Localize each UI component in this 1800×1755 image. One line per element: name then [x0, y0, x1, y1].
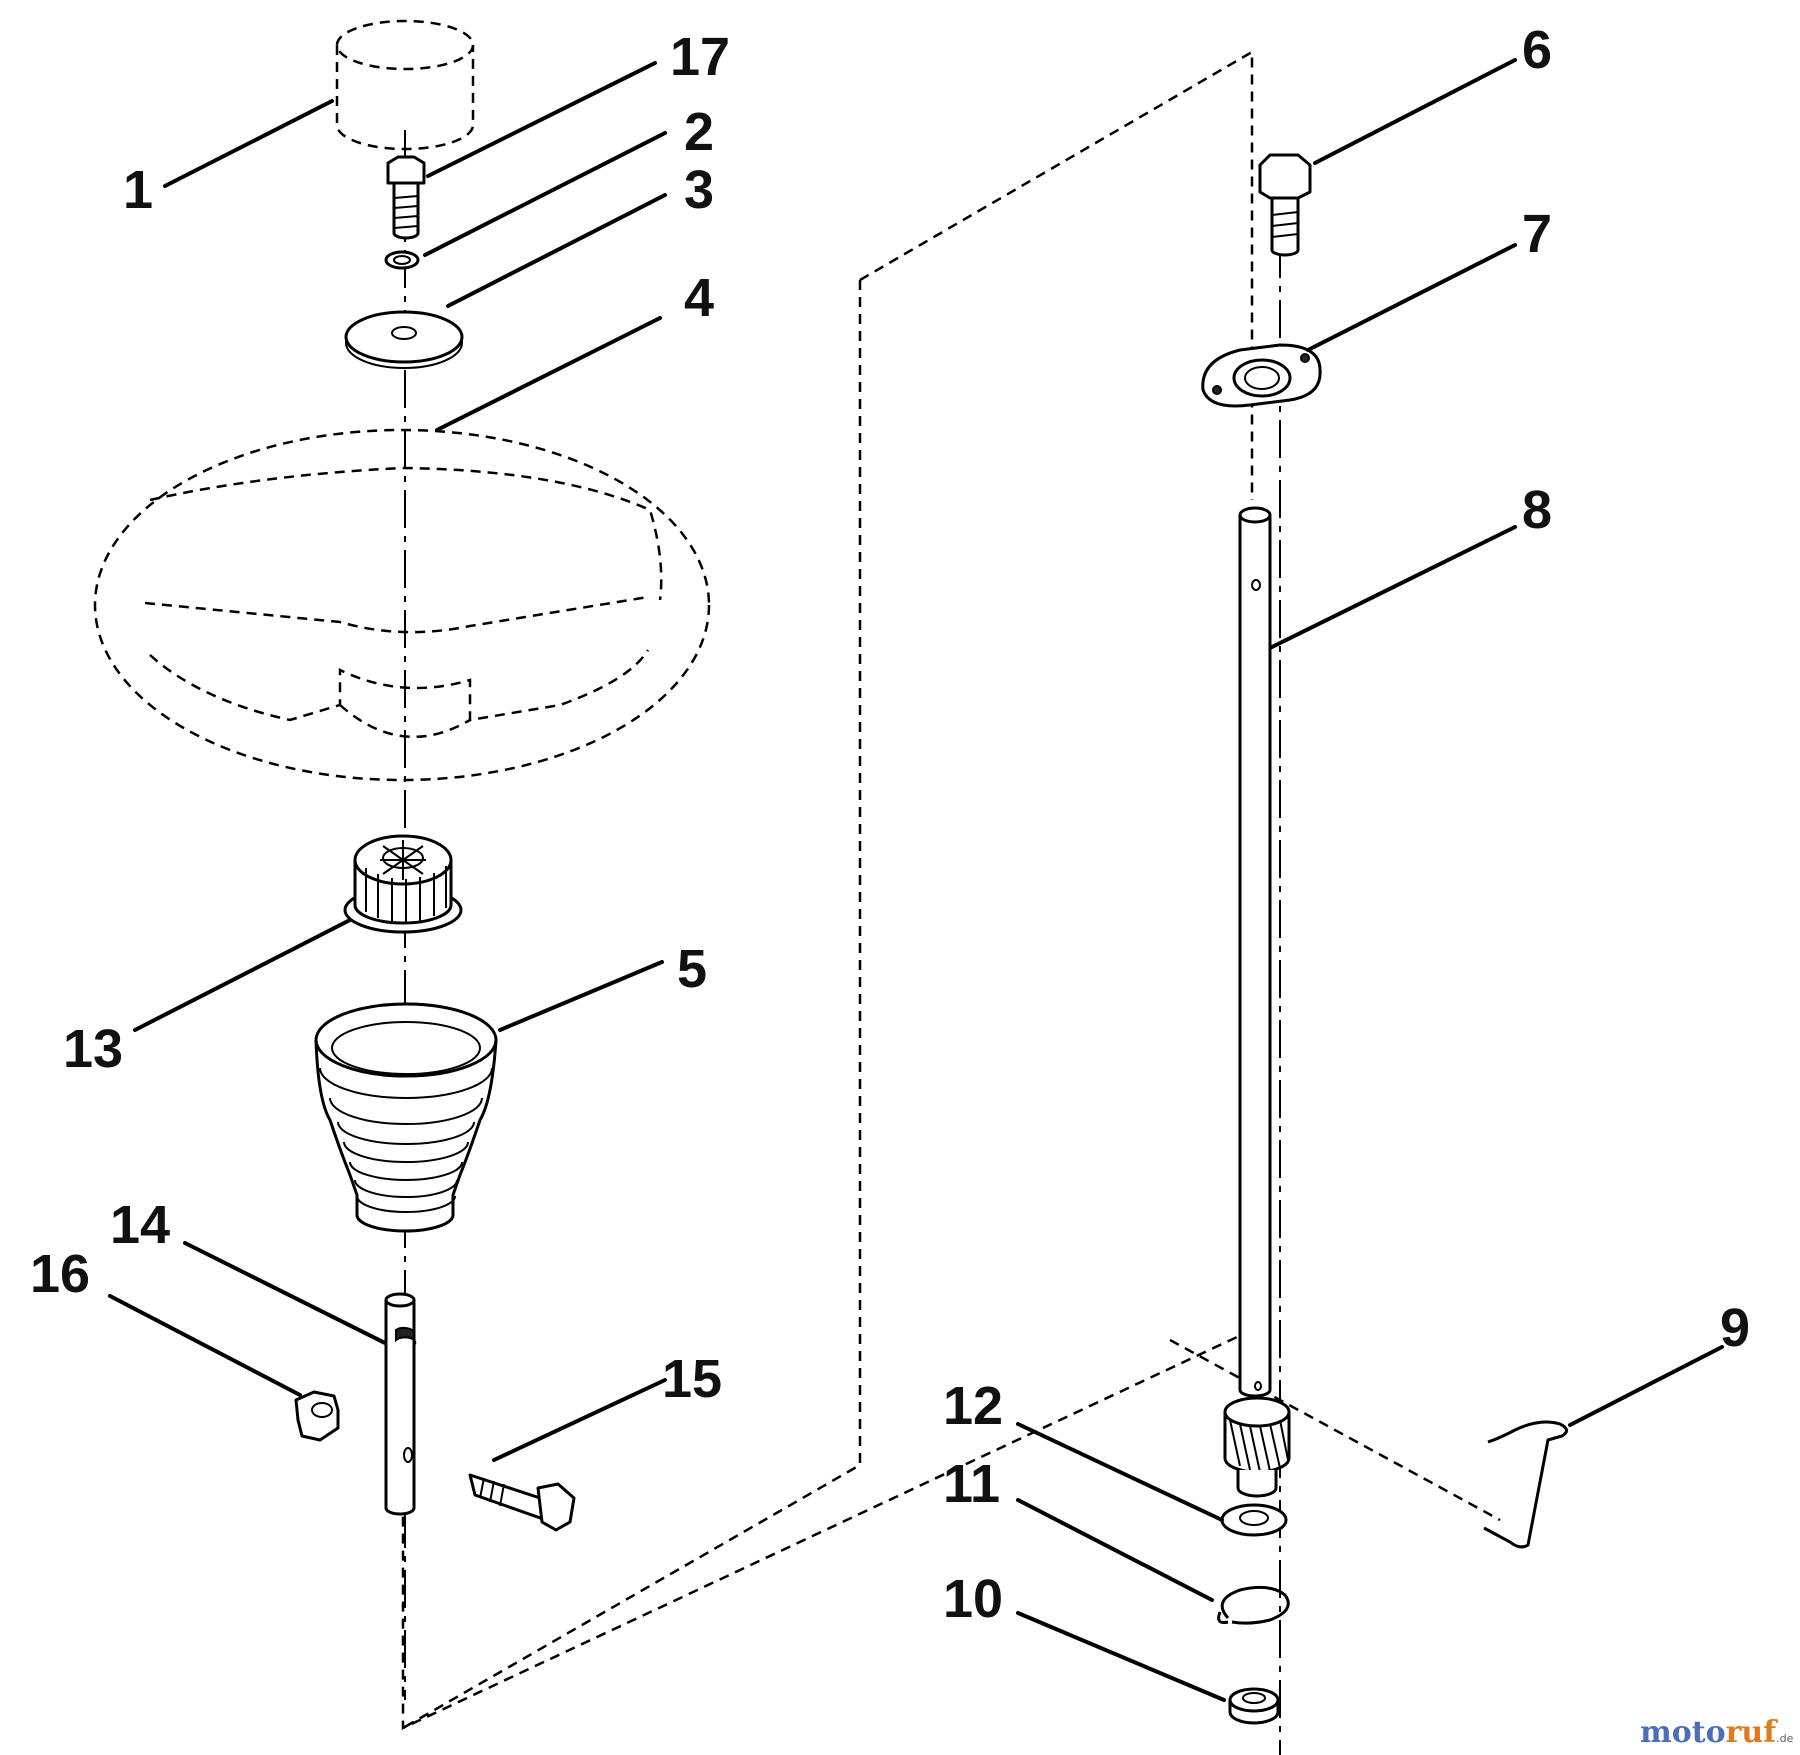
callout-12: 12 — [943, 1376, 1003, 1436]
leader-16 — [108, 1294, 302, 1397]
watermark-suffix: .de — [1776, 1732, 1793, 1745]
leader-15 — [492, 1378, 667, 1462]
leader-5 — [498, 960, 664, 1032]
callout-labels: 1 2 3 4 5 6 7 8 9 10 11 12 13 14 15 16 1… — [30, 20, 1750, 1629]
leader-8 — [1270, 525, 1517, 649]
callout-2: 2 — [684, 102, 714, 162]
part-5-boot — [314, 1002, 498, 1233]
leader-6 — [1313, 58, 1517, 165]
callout-5: 5 — [677, 939, 707, 999]
callout-17: 17 — [670, 27, 730, 87]
callout-9: 9 — [1720, 1298, 1750, 1358]
part-15-bolt — [468, 1473, 576, 1532]
leader-7 — [1306, 243, 1517, 352]
part-12-washer — [1220, 1503, 1288, 1537]
callout-11: 11 — [943, 1454, 1000, 1514]
part-4-steering-wheel — [93, 428, 711, 782]
part-13-adapter — [343, 834, 463, 934]
part-10-bushing — [1228, 1687, 1280, 1725]
part-16-nut — [294, 1390, 340, 1442]
watermark-part-a: moto — [1640, 1715, 1726, 1750]
part-1-cap — [335, 19, 475, 151]
callout-13: 13 — [63, 1019, 123, 1079]
callout-14: 14 — [110, 1195, 170, 1255]
callout-10: 10 — [943, 1569, 1003, 1629]
callout-8: 8 — [1522, 480, 1552, 540]
leader-13 — [133, 918, 352, 1032]
callout-15: 15 — [662, 1349, 722, 1409]
callout-1: 1 — [123, 160, 153, 220]
part-9-wire-clip — [1483, 1420, 1568, 1549]
part-8-steering-shaft — [1223, 506, 1291, 1498]
leader-11 — [1016, 1498, 1214, 1602]
part-7-flange-bushing — [1201, 343, 1322, 408]
part-17-bolt — [386, 155, 426, 240]
leader-lines — [108, 58, 1724, 1702]
watermark-part-b: ruf — [1726, 1715, 1779, 1750]
callout-6: 6 — [1522, 20, 1552, 80]
part-6-bolt — [1258, 153, 1312, 257]
leader-12 — [1016, 1422, 1224, 1522]
leader-1 — [163, 99, 334, 188]
leader-2 — [423, 131, 667, 257]
callout-3: 3 — [684, 160, 714, 220]
leader-9 — [1568, 1345, 1724, 1427]
leader-4 — [435, 316, 662, 432]
watermark-logo: motoruf.de — [1640, 1715, 1794, 1750]
part-3-flat-washer — [344, 310, 464, 369]
part-2-lock-washer — [384, 250, 420, 270]
svg-text:motoruf.de: motoruf.de — [1640, 1715, 1794, 1750]
callout-4: 4 — [684, 268, 714, 328]
callout-7: 7 — [1522, 204, 1552, 264]
leader-3 — [446, 193, 667, 308]
leader-14 — [183, 1241, 387, 1345]
leader-17 — [426, 61, 657, 178]
part-11-snap-ring — [1217, 1585, 1290, 1625]
callout-16: 16 — [30, 1244, 90, 1304]
part-14-shaft — [384, 1292, 417, 1516]
leader-10 — [1016, 1611, 1226, 1702]
